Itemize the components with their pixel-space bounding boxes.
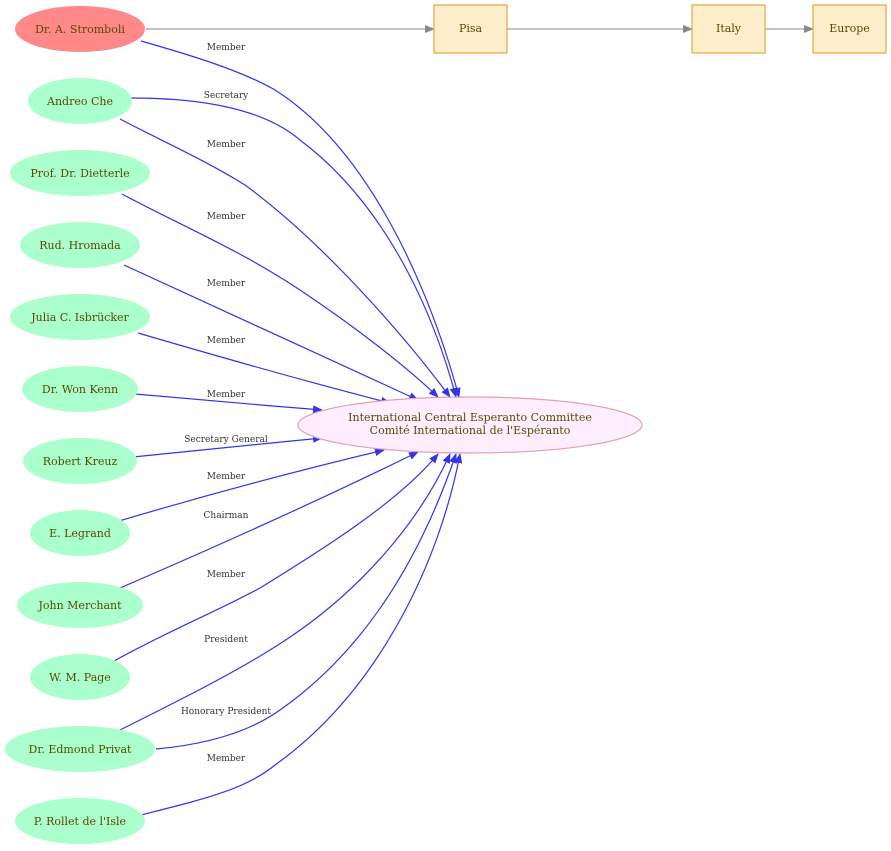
node-italy[interactable]: Italy xyxy=(691,4,766,54)
node-hromada[interactable]: Rud. Hromada xyxy=(20,222,140,268)
node-label-merchant: John Merchant xyxy=(37,599,122,612)
node-label-pisa: Pisa xyxy=(459,22,483,35)
edge-label-isbrucker: Member xyxy=(207,279,246,289)
node-label-rollet: P. Rollet de l'Isle xyxy=(34,815,126,828)
edge-label-che: Secretary xyxy=(204,91,249,101)
node-isbrucker[interactable]: Julia C. Isbrücker xyxy=(10,294,150,340)
edge-label-legrand: Secretary General xyxy=(184,435,268,445)
node-pisa[interactable]: Pisa xyxy=(433,4,508,54)
edge-label-privat: President xyxy=(204,635,248,645)
committee-label-line2: Comité International de l'Espéranto xyxy=(370,424,571,437)
node-label-isbrucker: Julia C. Isbrücker xyxy=(30,311,129,324)
edge-dietterle-committee xyxy=(119,118,451,398)
edge-label-dietterle: Member xyxy=(207,140,246,150)
node-label-kenn: Dr. Won Kenn xyxy=(42,383,118,396)
node-page[interactable]: W. M. Page xyxy=(30,654,130,700)
node-che[interactable]: Andreo Che xyxy=(28,78,132,124)
edge-label-legrand2: Member xyxy=(207,472,246,482)
edge-label-stromboli: Member xyxy=(207,43,246,53)
node-label-page: W. M. Page xyxy=(49,671,111,684)
edge-label-hromada: Member xyxy=(207,212,246,222)
node-label-europe: Europe xyxy=(829,22,870,35)
edge-label-privat2: Honorary President xyxy=(181,707,271,717)
node-privat[interactable]: Dr. Edmond Privat xyxy=(5,726,155,772)
committee-label-line1: International Central Esperanto Committe… xyxy=(348,411,592,424)
node-rollet[interactable]: P. Rollet de l'Isle xyxy=(15,798,145,844)
node-label-legrand: E. Legrand xyxy=(49,527,111,540)
node-committee[interactable]: International Central Esperanto Committe… xyxy=(297,396,643,454)
edge-privat2-committee xyxy=(119,453,451,731)
edge-stromboli-committee xyxy=(140,40,461,398)
node-europe[interactable]: Europe xyxy=(812,4,887,54)
node-label-privat: Dr. Edmond Privat xyxy=(29,743,133,756)
node-legrand[interactable]: E. Legrand xyxy=(30,510,130,556)
edge-che-committee xyxy=(130,97,458,398)
node-label-italy: Italy xyxy=(716,22,742,35)
node-label-che: Andreo Che xyxy=(46,95,113,108)
node-label-stromboli: Dr. A. Stromboli xyxy=(35,23,125,36)
edge-legrand-committee xyxy=(132,434,323,458)
edge-label-merchant: Chairman xyxy=(204,511,249,521)
node-stromboli[interactable]: Dr. A. Stromboli xyxy=(15,6,145,52)
edge-label-rollet: Member xyxy=(207,754,246,764)
edge-label-page: Member xyxy=(207,570,246,580)
edge-label-kenn: Member xyxy=(207,336,246,346)
node-label-kreuz: Robert Kreuz xyxy=(43,455,118,468)
edge-privat3-committee xyxy=(155,453,457,750)
edge-labels: Member Secretary Member Member Member Me… xyxy=(181,43,271,764)
edge-kenn-committee xyxy=(137,332,391,405)
edge-kreuz-committee xyxy=(134,393,323,414)
edge-page-committee xyxy=(119,451,419,589)
edge-label-kreuz: Member xyxy=(207,390,246,400)
membership-edges xyxy=(113,40,463,816)
node-dietterle[interactable]: Prof. Dr. Dietterle xyxy=(10,150,150,196)
person-nodes: Dr. A. Stromboli Andreo Che Prof. Dr. Di… xyxy=(5,6,155,844)
edge-hromada-committee xyxy=(121,193,439,398)
edge-rollet-committee xyxy=(140,453,463,816)
node-kreuz[interactable]: Robert Kreuz xyxy=(23,438,137,484)
edge-merchant-committee xyxy=(118,448,385,522)
edge-privat-committee xyxy=(113,453,439,662)
place-nodes: Pisa Italy Europe xyxy=(433,4,887,54)
node-label-dietterle: Prof. Dr. Dietterle xyxy=(30,167,129,180)
edge-isbrucker-committee xyxy=(123,264,419,401)
node-kenn[interactable]: Dr. Won Kenn xyxy=(22,366,138,412)
node-merchant[interactable]: John Merchant xyxy=(17,582,143,628)
node-label-hromada: Rud. Hromada xyxy=(39,239,121,252)
